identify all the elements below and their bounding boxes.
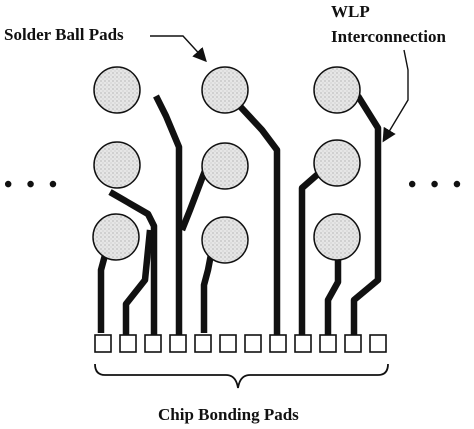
bonding-pad-7 <box>244 334 262 353</box>
trace-6 <box>233 99 281 335</box>
bonding-pad-11 <box>344 334 362 353</box>
solder-ball-r2-c3 <box>313 139 361 187</box>
solder-ball-pads-label: Solder Ball Pads <box>4 25 124 44</box>
solder-ball-r2-c2 <box>201 142 249 190</box>
wlp-arrow <box>382 49 409 143</box>
trace-7 <box>298 171 321 335</box>
chip-bonding-pads-label: Chip Bonding Pads <box>158 405 299 424</box>
ellipsis-right: • • • <box>408 172 465 198</box>
trace-3 <box>153 94 183 335</box>
solder-ball-r3-c2 <box>201 216 249 264</box>
trace-9 <box>350 94 382 335</box>
solder-ball-r3-c3 <box>313 213 361 261</box>
bonding-pad-6 <box>219 334 237 353</box>
solder-ball-pads <box>92 66 361 264</box>
solder-ball-r1-c1 <box>93 66 141 114</box>
solder-ball-r3-c1 <box>92 213 140 261</box>
wlp-label-line2: Interconnection <box>331 27 446 46</box>
bonding-pad-3 <box>144 334 162 353</box>
bonding-pad-2 <box>119 334 137 353</box>
bonding-pad-1 <box>94 334 112 353</box>
bonding-pad-5 <box>194 334 212 353</box>
trace-8 <box>324 256 342 335</box>
trace-2 <box>108 189 158 335</box>
trace-4b <box>178 166 210 232</box>
bonding-pad-8 <box>269 334 287 353</box>
bonding-pad-4 <box>169 334 187 353</box>
chip-bonding-pad-row <box>94 334 387 353</box>
solder-ball-r1-c3 <box>313 66 361 114</box>
bonding-pad-12 <box>369 334 387 353</box>
trace-4 <box>122 229 154 335</box>
bonding-pad-10 <box>319 334 337 353</box>
wlp-label-line1: WLP <box>331 2 370 21</box>
solder-ball-arrow <box>150 35 207 63</box>
solder-ball-r1-c2 <box>201 66 249 114</box>
bonding-pads-brace <box>94 363 389 389</box>
bonding-pad-9 <box>294 334 312 353</box>
solder-ball-r2-c1 <box>93 141 141 189</box>
ellipsis-left: • • • <box>4 172 61 198</box>
